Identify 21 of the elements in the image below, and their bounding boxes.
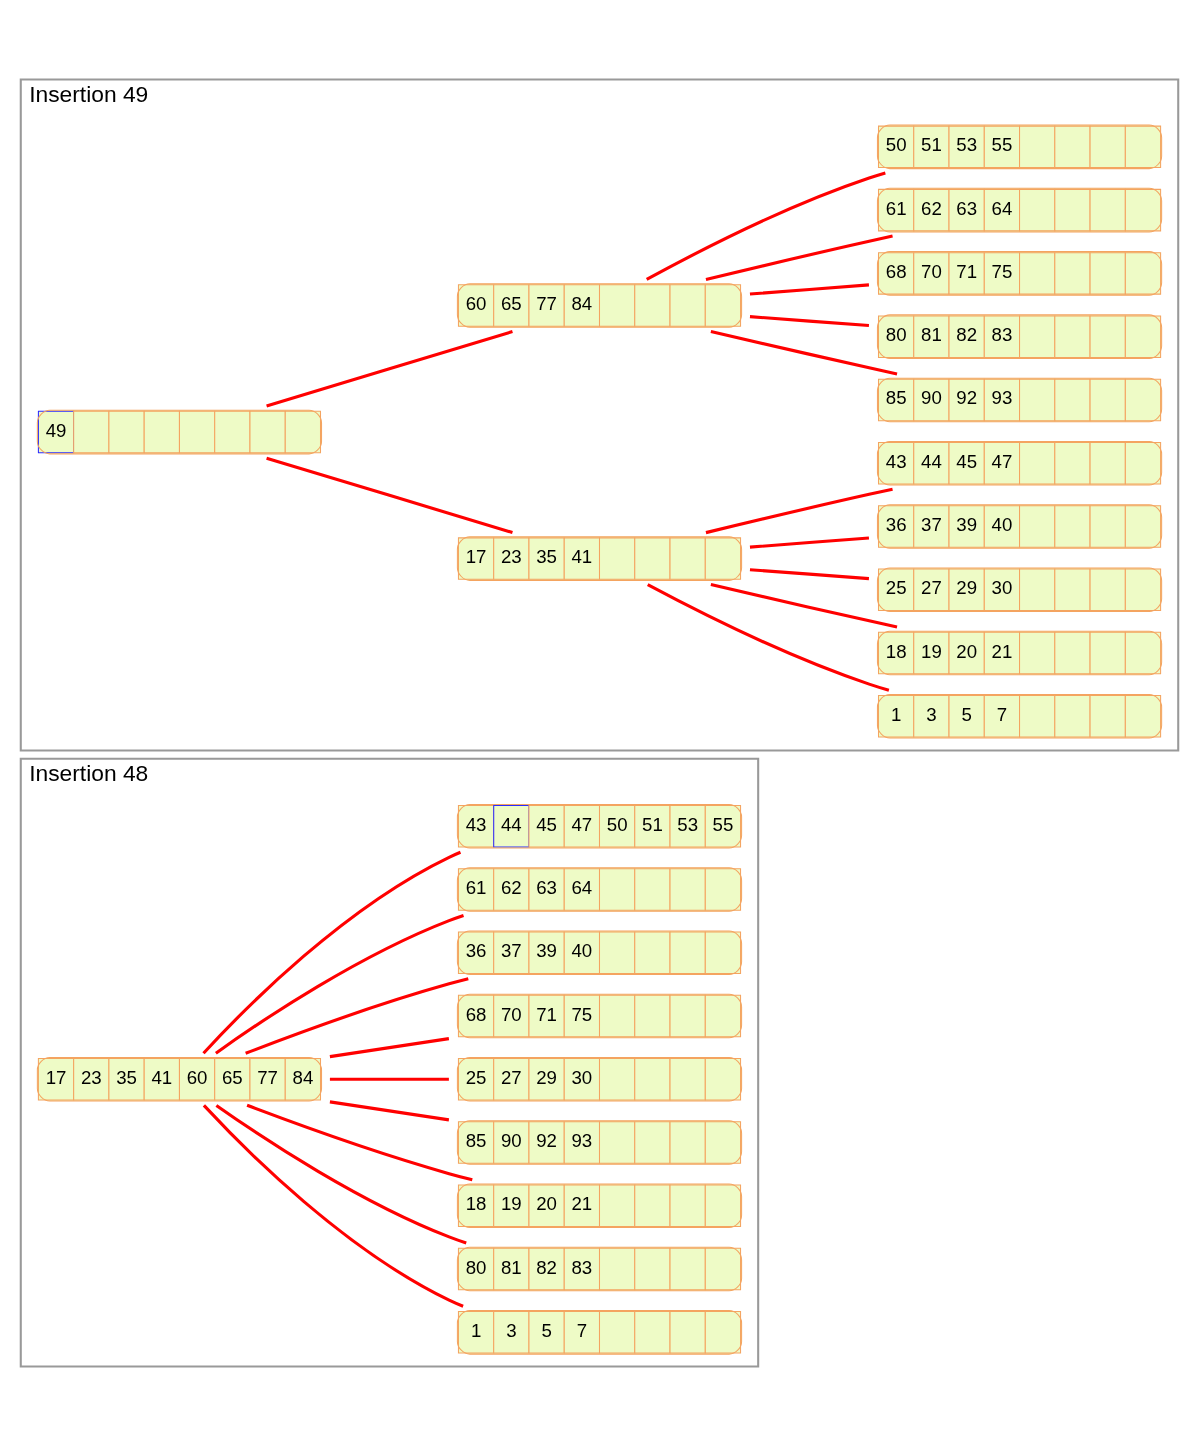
connector (266, 330, 513, 408)
connector (329, 1100, 450, 1122)
connector (710, 583, 898, 629)
connector (705, 487, 893, 535)
connector (749, 536, 870, 549)
connector (266, 456, 513, 535)
connector (705, 234, 893, 282)
connector (215, 913, 465, 1055)
connector (215, 1104, 467, 1245)
connector (710, 330, 898, 376)
connector (645, 171, 886, 281)
connector (202, 850, 462, 1055)
connector (246, 1103, 473, 1182)
connector (329, 1077, 449, 1081)
connector (749, 283, 870, 296)
connector (329, 1037, 450, 1059)
connector (749, 568, 870, 581)
connector (202, 1104, 464, 1308)
connector (647, 583, 890, 692)
connector (245, 977, 469, 1055)
connector (749, 315, 870, 328)
